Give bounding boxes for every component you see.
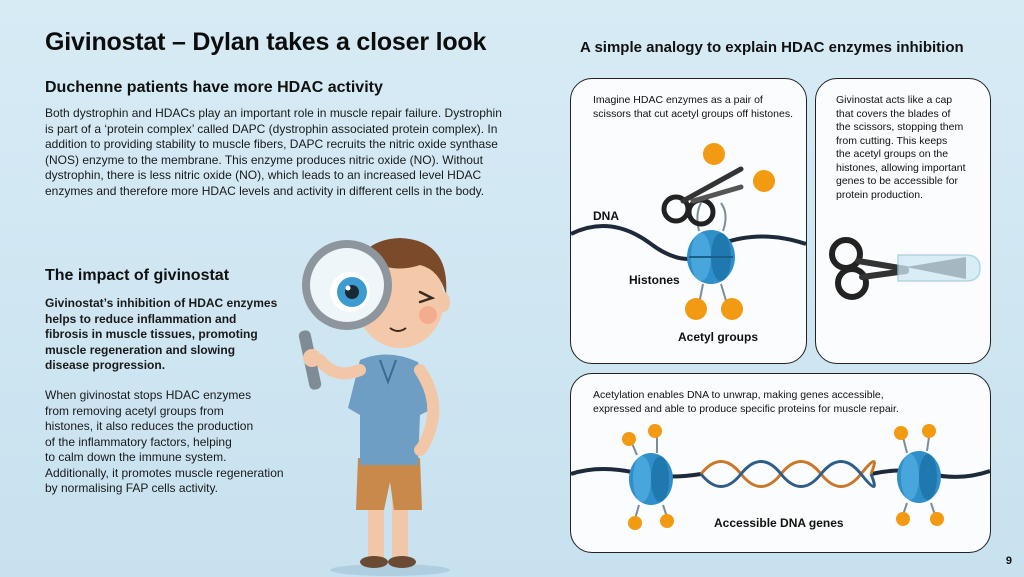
acetyl-group — [894, 426, 908, 440]
panel1-text: Imagine HDAC enzymes as a pair of scisso… — [593, 94, 793, 121]
hdac-scissors-panel: Imagine HDAC enzymes as a pair of scisso… — [570, 78, 807, 364]
acetyl-group — [648, 424, 662, 438]
section2-heading: The impact of givinostat — [45, 267, 230, 284]
panel1-line: scissors that cut acetyl groups off hist… — [593, 107, 793, 120]
acetyl-group — [922, 424, 936, 438]
section2-line: by normalising FAP cells activity. — [45, 481, 218, 495]
accessible-dna-genes-label: Accessible DNA genes — [714, 516, 844, 530]
givinostat-cap-panel: Givinostat acts like a cap that covers t… — [815, 78, 991, 364]
acetyl-group — [703, 143, 725, 165]
section2-line: Additionally, it promotes muscle regener… — [45, 465, 284, 480]
acetyl-group — [930, 512, 944, 526]
panel2-line: Givinostat acts like a cap — [836, 94, 953, 106]
section2-bold-paragraph: Givinostat’s inhibition of HDAC enzymes … — [45, 296, 277, 374]
section1-line: (NOS) enzyme to the membrane. This enzym… — [45, 152, 483, 167]
section2-line: When givinostat stops HDAC enzymes — [45, 388, 252, 402]
capped-scissors-diagram — [829, 237, 981, 300]
panel2-line: histones, allowing important — [836, 161, 966, 174]
panel2-text: Givinostat acts like a cap that covers t… — [836, 94, 966, 202]
acetyl-group — [896, 512, 910, 526]
section2-line: from removing acetyl groups from — [45, 403, 224, 418]
section2-bold-line: fibrosis in muscle tissues, promoting — [45, 327, 258, 341]
section2-bold-line: helps to reduce inflammation and — [45, 311, 237, 326]
analogy-heading: A simple analogy to explain HDAC enzymes… — [580, 39, 964, 56]
histone-icon — [629, 453, 673, 505]
panel3-line: expressed and able to produce specific p… — [593, 402, 899, 415]
panel3-line: Acetylation enables DNA to unwrap, makin… — [593, 389, 884, 401]
boy-with-magnifier-illustration — [298, 238, 450, 576]
acetyl-groups-label: Acetyl groups — [678, 330, 759, 344]
dna-label: DNA — [593, 209, 619, 223]
acetyl-group — [628, 516, 642, 530]
acetylation-panel: Acetylation enables DNA to unwrap, makin… — [570, 373, 991, 553]
acetyl-group — [721, 298, 743, 320]
histones-label: Histones — [629, 273, 680, 287]
section1-heading: Duchenne patients have more HDAC activit… — [45, 79, 383, 96]
histone-icon — [687, 230, 735, 284]
section2-line: of the inflammatory factors, helping — [45, 434, 232, 449]
section1-line: Both dystrophin and HDACs play an import… — [45, 106, 502, 120]
scissors-icon — [661, 166, 744, 227]
page-title: Givinostat – Dylan takes a closer look — [45, 28, 487, 56]
section1-line: enzymes and therefore more HDAC levels a… — [45, 183, 485, 198]
section1-line: is part of a ‘protein complex’ called DA… — [45, 121, 498, 136]
panel3-text: Acetylation enables DNA to unwrap, makin… — [593, 389, 899, 416]
panel1-line: Imagine HDAC enzymes as a pair of — [593, 94, 763, 106]
page-number: 9 — [1005, 555, 1012, 567]
section2-paragraph: When givinostat stops HDAC enzymes from … — [45, 388, 284, 497]
section2-line: to calm down the immune system. — [45, 450, 227, 464]
acetyl-group — [622, 432, 636, 446]
panel2-line: the acetyl groups on the — [836, 148, 949, 160]
acetyl-group — [753, 170, 775, 192]
section2-line: histones, it also reduces the production — [45, 419, 254, 433]
accessible-dna-diagram — [571, 424, 990, 530]
panel2-line: genes to be accessible for — [836, 175, 958, 187]
hdac-scissors-diagram — [571, 143, 806, 320]
section1-line: dystrophin, there is less nitric oxide (… — [45, 168, 482, 182]
section2-bold-line: muscle regeneration and slowing — [45, 342, 236, 357]
panel2-line: protein production. — [836, 188, 923, 201]
section2-bold-line: Givinostat’s inhibition of HDAC enzymes — [45, 296, 278, 310]
acetyl-group — [685, 298, 707, 320]
section1-line: addition to providing stability to muscl… — [45, 137, 498, 151]
acetyl-group — [660, 514, 674, 528]
section2-bold-line: disease progression. — [45, 358, 166, 372]
panel2-line: that covers the blades of — [836, 107, 951, 120]
histone-icon — [897, 451, 941, 503]
capped-scissors-icon — [829, 237, 981, 300]
panel2-line: from cutting. This keeps — [836, 134, 948, 147]
panel2-line: the scissors, stopping them — [836, 121, 964, 133]
section1-paragraph: Both dystrophin and HDACs play an import… — [45, 106, 515, 199]
